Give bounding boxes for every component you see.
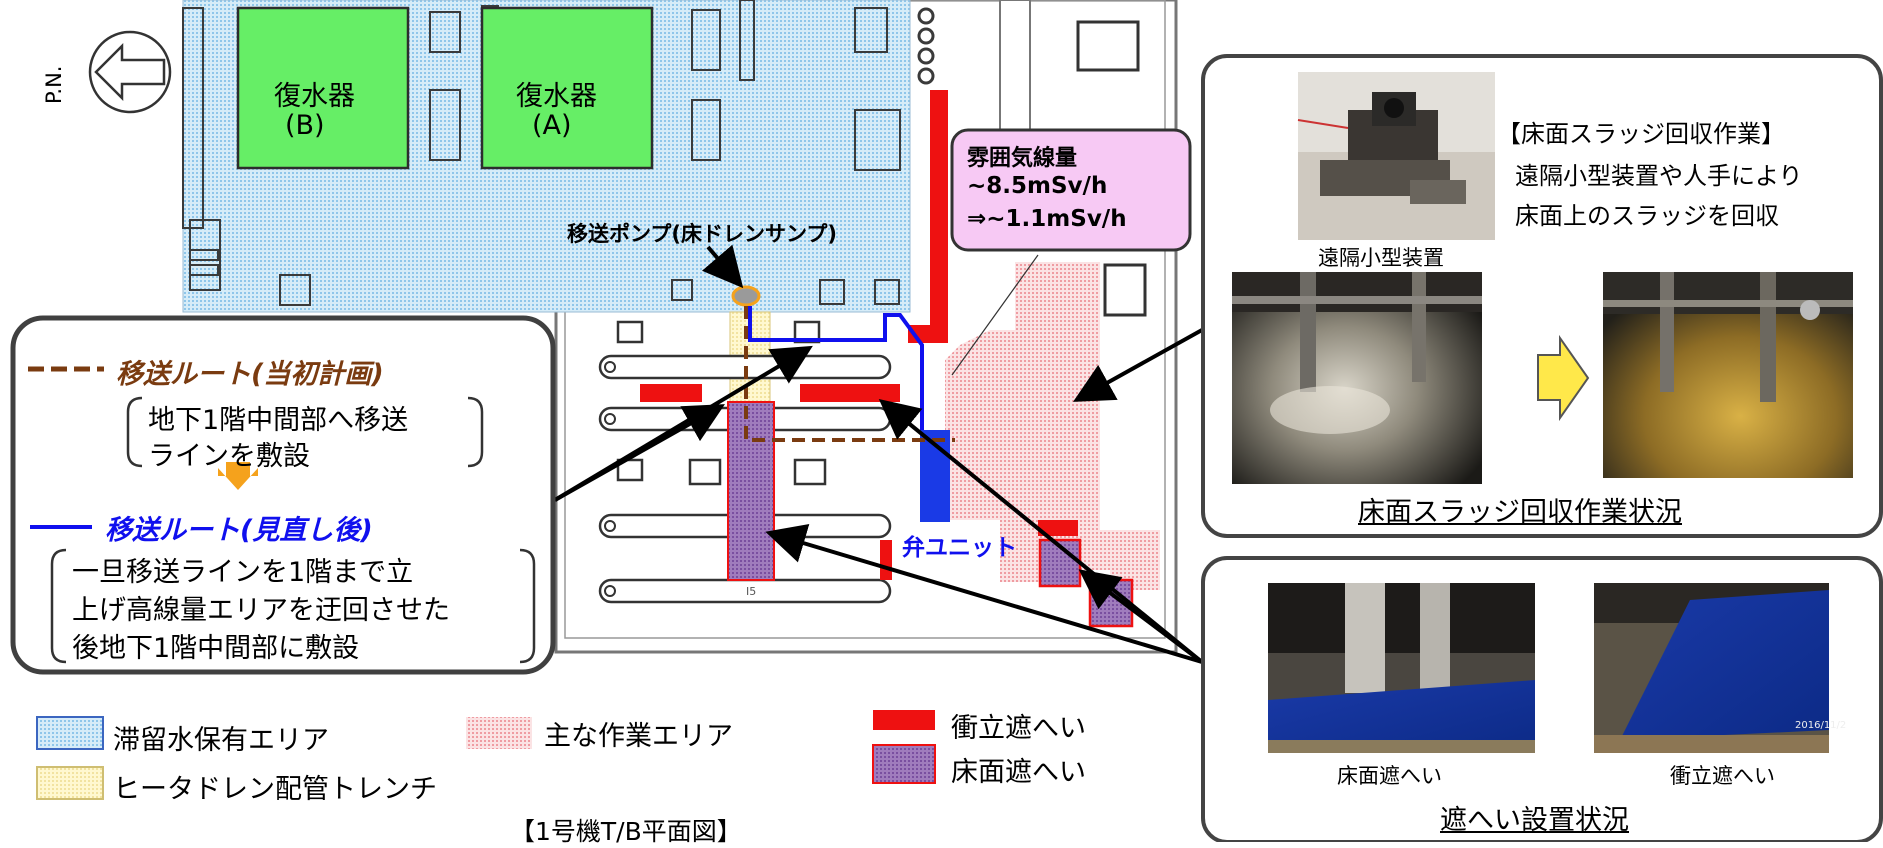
standing-shield-1 xyxy=(930,90,948,340)
floor-shield-photo-caption: 床面遮へい xyxy=(1337,764,1442,788)
dose-after: ⇒~1.1mSv/h xyxy=(967,206,1127,232)
dose-title: 雰囲気線量 xyxy=(967,146,1078,171)
legend-floor-shield: 床面遮へい xyxy=(951,757,1086,788)
north-compass xyxy=(88,30,172,114)
sludge-before-photo xyxy=(1232,272,1482,484)
dose-box xyxy=(950,128,1192,252)
main-work-area xyxy=(945,262,1160,590)
legend-swatch-trench xyxy=(36,766,104,800)
valve-unit-label: 弁ユニット xyxy=(902,535,1017,561)
remote-device-photo xyxy=(1297,72,1495,240)
planned-route-title: 移送ルート(当初計画) xyxy=(116,359,384,390)
sludge-note-title: 【床面スラッジ回収作業】 xyxy=(1497,120,1785,148)
revised-route-desc-1: 一旦移送ラインを1階まで立 xyxy=(72,557,414,588)
inner-wall xyxy=(564,0,1166,639)
condenser-b-name: 復水器 xyxy=(274,81,355,112)
floor-shield-photo xyxy=(1268,583,1535,753)
standing-shield-4 xyxy=(800,384,900,402)
figure-caption: 【1号機T/B平面図】 xyxy=(510,817,742,846)
yellow-arrow-icon xyxy=(1537,334,1590,422)
svg-text:2016/11/2: 2016/11/2 xyxy=(1795,720,1846,731)
sludge-after-photo xyxy=(1603,272,1853,478)
shield-panel-caption: 遮へい設置状況 xyxy=(1440,805,1629,836)
standing-shield-3 xyxy=(640,384,702,402)
floor-plan: I5 xyxy=(182,0,1178,654)
legend-swatch-stagnant-water xyxy=(36,716,104,750)
standing-shield-photo-caption: 衝立遮へい xyxy=(1670,764,1775,788)
route-box xyxy=(10,315,556,675)
transfer-pump xyxy=(731,285,761,307)
condenser-b xyxy=(236,6,410,170)
planned-route-line xyxy=(744,306,955,442)
pipe-tag: I5 xyxy=(746,585,756,598)
condenser-a-sub: (A) xyxy=(532,110,572,141)
condenser-a-name: 復水器 xyxy=(516,81,597,112)
condenser-a xyxy=(480,6,654,170)
revised-route-title: 移送ルート(見直し後) xyxy=(105,515,373,546)
sludge-panel-caption: 床面スラッジ回収作業状況 xyxy=(1358,497,1682,528)
pump-label: 移送ポンプ(床ドレンサンプ) xyxy=(567,222,837,246)
dose-before: ~8.5mSv/h xyxy=(967,173,1108,199)
revised-route-desc-2: 上げ高線量エリアを迂回させた xyxy=(72,595,450,626)
east-wall-segment xyxy=(999,0,1031,151)
sludge-note-line-1: 遠隔小型装置や人手により xyxy=(1515,162,1803,190)
legend-swatch-floor-shield xyxy=(872,744,936,784)
legend-swatch-work-area xyxy=(466,717,532,749)
revised-route-desc-3: 後地下1階中間部に敷設 xyxy=(72,633,360,664)
legend-swatch-standing-shield xyxy=(873,710,935,730)
legend-trench: ヒータドレン配管トレンチ xyxy=(113,774,437,805)
condenser-b-sub: (B) xyxy=(285,110,325,141)
standing-shield-photo: 2016/11/2 xyxy=(1594,583,1846,753)
floor-shield-trench xyxy=(727,401,775,581)
standing-shield-6 xyxy=(880,540,892,580)
compass-label: P.N. xyxy=(42,65,66,104)
planned-route-desc-1: 地下1階中間部へ移送 xyxy=(148,405,409,436)
sludge-note-line-2: 床面上のスラッジを回収 xyxy=(1515,202,1779,230)
legend-stagnant-water: 滞留水保有エリア xyxy=(113,725,329,756)
planned-route-desc-2: ラインを敷設 xyxy=(148,441,310,472)
legend-standing-shield: 衝立遮へい xyxy=(951,713,1086,744)
legend-work-area: 主な作業エリア xyxy=(544,721,733,752)
device-caption: 遠隔小型装置 xyxy=(1318,246,1444,270)
standing-shield-5 xyxy=(1038,520,1078,536)
down-arrow-icon xyxy=(218,468,258,490)
revised-route-line xyxy=(748,306,924,430)
